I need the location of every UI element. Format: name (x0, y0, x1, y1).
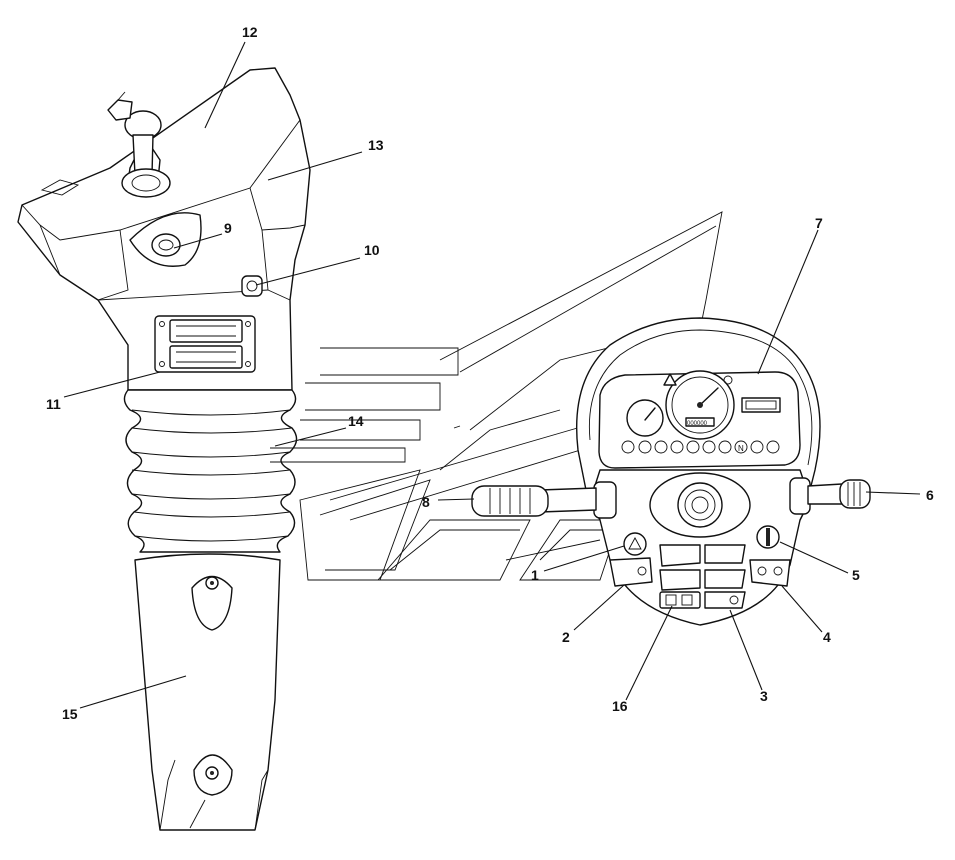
callout-16: 16 (612, 698, 628, 714)
callout-6: 6 (926, 487, 934, 503)
instrument-cluster: 000000 N (471, 317, 871, 626)
callout-7: 7 (815, 215, 823, 231)
key-switch (756, 525, 780, 549)
indicator-icon (734, 440, 748, 454)
bellows-boot (123, 389, 298, 553)
callout-4: 4 (823, 629, 831, 645)
right-rotary-switch (789, 477, 871, 515)
indicator-icon (766, 440, 780, 454)
tachometer-gauge: 000000 (665, 370, 735, 440)
indicator-lamps: N (621, 440, 780, 454)
callout-12: 12 (242, 24, 258, 40)
indicator-icon (718, 440, 732, 454)
small-gauge (626, 399, 664, 437)
warning-triangle-icon (663, 373, 677, 386)
odometer-readout: 000000 (687, 421, 708, 427)
steering-column (17, 67, 311, 831)
dual-connector (154, 315, 256, 373)
callout-1: 1 (531, 567, 539, 583)
callout-11: 11 (46, 396, 61, 412)
indicator-icon (638, 440, 652, 454)
callout-13: 13 (368, 137, 384, 153)
leader-lines (63, 41, 921, 709)
indicator-icon (686, 440, 700, 454)
neutral-indicator-label: N (738, 444, 744, 453)
indicator-icon (654, 440, 668, 454)
callout-labels: 12 13 9 10 11 14 15 7 8 6 1 5 2 4 3 16 (46, 24, 934, 722)
indicator-icon (750, 440, 764, 454)
callout-10: 10 (364, 242, 380, 258)
small-switch (241, 275, 263, 297)
callout-9: 9 (224, 220, 232, 236)
callout-2: 2 (562, 629, 570, 645)
ignition-switch (129, 212, 202, 267)
indicator-icon (621, 440, 635, 454)
lcd-display (741, 397, 781, 413)
indicator-icon (670, 440, 684, 454)
indicator-icon (702, 440, 716, 454)
callout-14: 14 (348, 413, 364, 429)
central-knob (649, 472, 751, 538)
left-stalk-switch (471, 481, 617, 519)
lever-stalk (107, 91, 171, 198)
callout-3: 3 (760, 688, 768, 704)
callout-15: 15 (62, 706, 78, 722)
rocker-switches (609, 544, 791, 609)
callout-8: 8 (422, 494, 430, 510)
callout-5: 5 (852, 567, 860, 583)
hazard-button (623, 532, 647, 556)
lower-cover (134, 553, 281, 831)
